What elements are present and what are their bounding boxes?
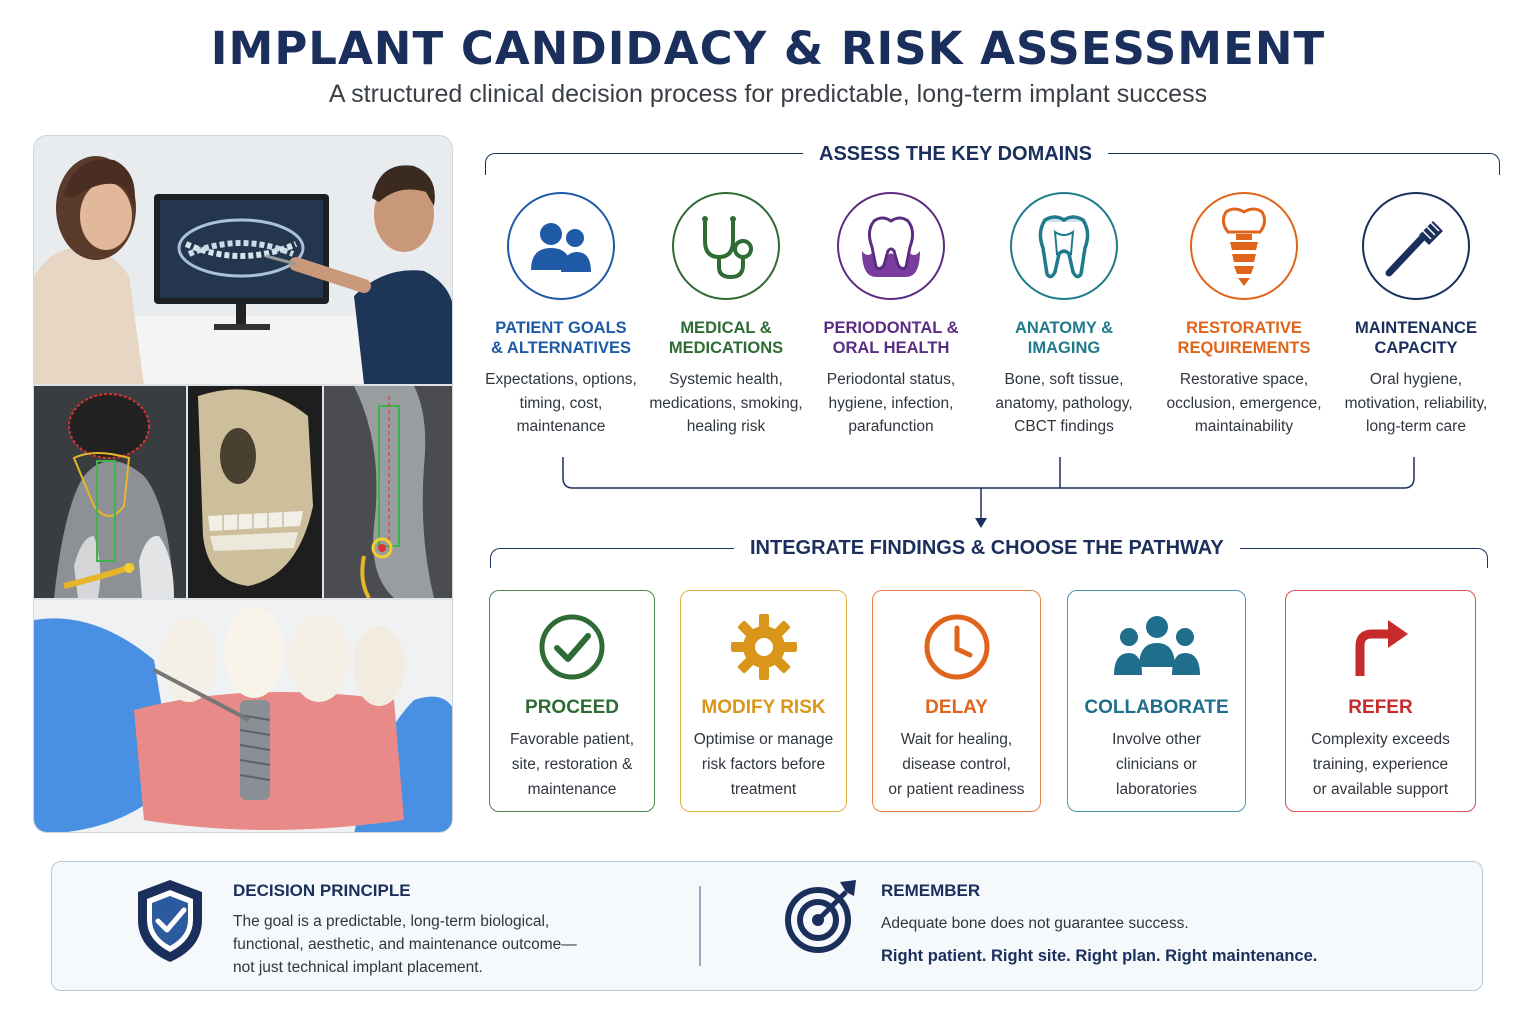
pathway-desc-line3: laboratories [1116, 781, 1197, 798]
domain-desc-line1: Periodontal status, [826, 371, 956, 388]
domain-desc-line3: long-term care [1366, 418, 1466, 435]
pathway-desc-line1: Favorable patient, [509, 731, 635, 748]
patient-icon [507, 192, 615, 300]
domain-desc-line3: healing risk [686, 418, 766, 435]
domain-title-line2: & ALTERNATIVES [491, 339, 631, 357]
pathway-title: MODIFY RISK [701, 697, 826, 718]
domain-title-line2: CAPACITY [1374, 339, 1458, 357]
principle-line2: functional, aesthetic, and maintenance o… [233, 936, 577, 953]
pathway-modify-risk: MODIFY RISK Optimise or manage risk facto… [680, 590, 847, 812]
cbct-scan-left [34, 386, 186, 598]
domain-title-line1: MAINTENANCE [1355, 319, 1477, 337]
pathway-proceed: PROCEED Favorable patient, site, restorat… [489, 590, 655, 812]
domain-desc-line1: Bone, soft tissue, [1004, 371, 1124, 388]
gear-icon [681, 607, 846, 687]
domain-title-line1: PATIENT GOALS [495, 319, 627, 337]
consultation-photo [34, 136, 452, 384]
pathway-title: DELAY [925, 697, 988, 718]
pathway-title: PROCEED [525, 697, 619, 718]
pathway-desc-line3: or patient readiness [888, 781, 1025, 798]
domain-desc-line1: Expectations, options, [485, 371, 637, 388]
team-icon [1068, 607, 1245, 687]
pathway-desc-line3: treatment [730, 781, 797, 798]
pathway-delay: DELAY Wait for healing, disease control, o… [872, 590, 1041, 812]
tooth-gum-icon [837, 192, 945, 300]
remember-line2: Right patient. Right site. Right plan. R… [881, 947, 1318, 965]
domain-desc-line2: hygiene, infection, [828, 394, 954, 412]
domain-title-line2: REQUIREMENTS [1177, 339, 1311, 357]
domain-desc-line3: maintainability [1194, 418, 1294, 435]
domains-header: ASSESS THE KEY DOMAINS [803, 143, 1109, 166]
pathway-desc-line3: or available support [1312, 781, 1449, 798]
skull-3d-render [188, 386, 322, 598]
domain-title-line1: MEDICAL & [680, 319, 772, 337]
principle-line3: not just technical implant placement. [233, 959, 483, 976]
pathway-desc-line2: clinicians or [1116, 756, 1197, 773]
pathway-desc-line1: Optimise or manage [693, 731, 834, 748]
domain-restorative: RESTORATIVE REQUIREMENTS Restorative spac… [1161, 192, 1327, 439]
tooth-anatomy-icon [1010, 192, 1118, 300]
domain-title-line1: ANATOMY & [1014, 319, 1114, 337]
domain-desc-line2: timing, cost, [519, 394, 603, 412]
domain-patient-goals: PATIENT GOALS & ALTERNATIVES Expectations… [478, 192, 644, 439]
toothbrush-icon [1362, 192, 1470, 300]
pathway-desc-line1: Involve other [1112, 731, 1201, 748]
pathway-title: COLLABORATE [1084, 697, 1229, 718]
domain-desc-line2: motivation, reliability, [1344, 394, 1488, 412]
implant-icon [1190, 192, 1298, 300]
stethoscope-icon [672, 192, 780, 300]
check-icon [490, 607, 654, 687]
domain-periodontal: PERIODONTAL & ORAL HEALTH Periodontal sta… [808, 192, 974, 439]
domain-desc-line2: anatomy, pathology, [995, 394, 1133, 412]
domain-desc-line3: parafunction [848, 418, 934, 435]
shield-check-icon [132, 876, 208, 971]
bottom-panel: DECISION PRINCIPLE The goal is a predict… [51, 861, 1483, 991]
panel-divider [699, 886, 701, 966]
domain-title-line1: RESTORATIVE [1186, 319, 1302, 337]
pathway-desc-line1: Wait for healing, [900, 731, 1013, 748]
pathway-desc-line2: disease control, [902, 756, 1011, 773]
pathway-desc-line1: Complexity exceeds [1311, 731, 1450, 748]
pathway-header: INTEGRATE FINDINGS & CHOOSE THE PATHWAY [734, 537, 1240, 560]
photo-collage [33, 135, 453, 833]
remember-line1: Adequate bone does not guarantee success… [881, 915, 1189, 932]
pathway-desc-line2: risk factors before [701, 756, 826, 773]
domain-desc-line1: Systemic health, [669, 371, 783, 388]
pathway-refer: REFER Complexity exceeds training, experi… [1285, 590, 1476, 812]
domain-title-line2: ORAL HEALTH [832, 339, 950, 357]
decision-principle-title: DECISION PRINCIPLE [233, 881, 411, 900]
pathway-title: REFER [1348, 697, 1413, 718]
domain-desc-line3: CBCT findings [1014, 418, 1114, 435]
domain-desc-line3: maintenance [516, 418, 606, 435]
pathway-desc-line2: site, restoration & [511, 756, 633, 773]
domain-title-line2: IMAGING [1027, 339, 1101, 357]
remember-title: REMEMBER [881, 881, 981, 900]
domain-desc-line1: Restorative space, [1179, 371, 1309, 388]
domain-desc-line2: medications, smoking, [649, 394, 803, 412]
domain-medical: MEDICAL & MEDICATIONS Systemic health, med… [643, 192, 809, 439]
principle-line1: The goal is a predictable, long-term bio… [233, 913, 550, 930]
domain-desc-line1: Oral hygiene, [1369, 371, 1463, 388]
refer-arrow-icon [1286, 607, 1475, 687]
target-icon [782, 876, 862, 961]
pathway-collaborate: COLLABORATE Involve other clinicians or la… [1067, 590, 1246, 812]
page-subtitle: A structured clinical decision process f… [328, 80, 1208, 108]
pathway-desc-line3: maintenance [527, 781, 617, 798]
domain-title-line2: MEDICATIONS [668, 339, 784, 357]
domain-desc-line2: occlusion, emergence, [1166, 394, 1322, 412]
domain-anatomy: ANATOMY & IMAGING Bone, soft tissue, anato… [981, 192, 1147, 439]
pathway-desc-line2: training, experience [1312, 756, 1449, 773]
domain-maintenance: MAINTENANCE CAPACITY Oral hygiene, motivat… [1333, 192, 1499, 439]
clock-icon [873, 607, 1040, 687]
domain-title-line1: PERIODONTAL & [823, 319, 959, 337]
cbct-scan-right [324, 386, 452, 598]
page-title: IMPLANT CANDIDACY & RISK ASSESSMENT [210, 22, 1326, 75]
implant-model-photo [34, 600, 452, 832]
